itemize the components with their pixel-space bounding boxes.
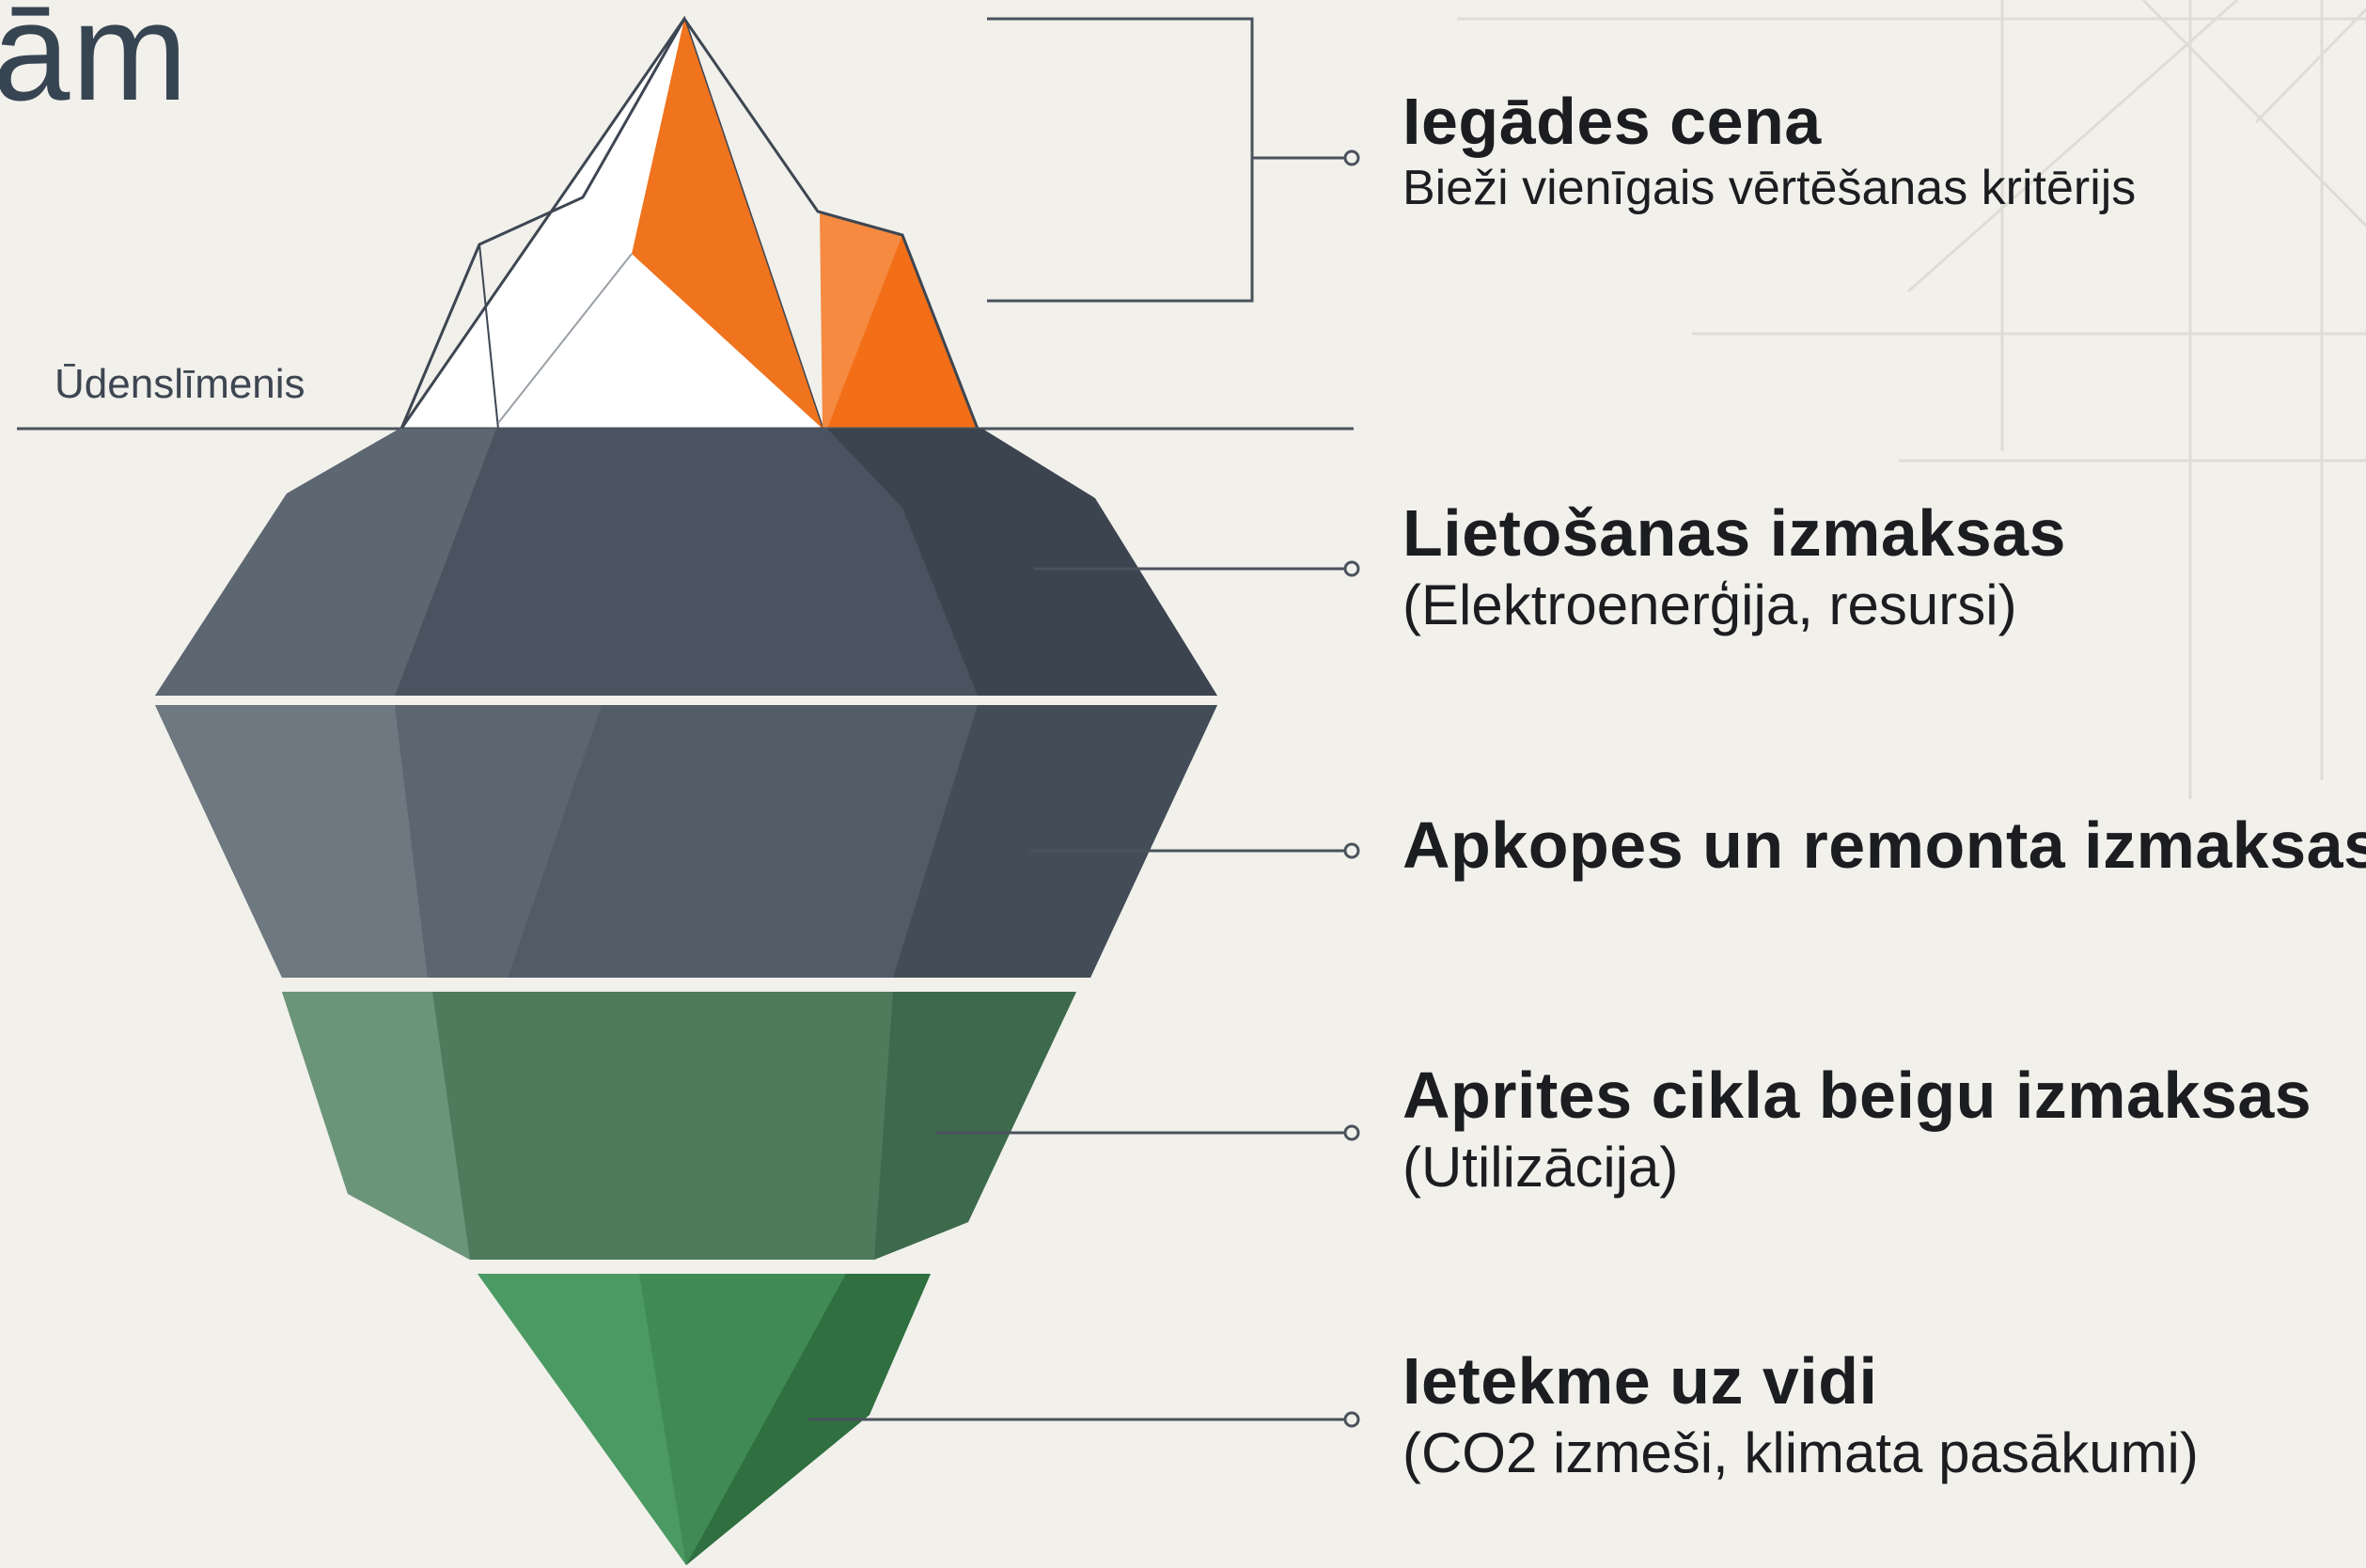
label-environmental-impact: Ietekme uz vidi (CO2 izmeši, klimata pas… — [1402, 1344, 2199, 1488]
label-maintenance-costs: Apkopes un remonta izmaksas — [1402, 808, 2366, 882]
label-title: Ietekme uz vidi — [1402, 1344, 1878, 1418]
iceberg-tip — [399, 15, 979, 431]
label-subtitle: (Utilizācija) — [1402, 1135, 1679, 1199]
water-level-label: Ūdenslīmenis — [55, 361, 306, 407]
label-subtitle: (Elektroenerģija, resursi) — [1402, 572, 2017, 636]
label-usage-costs: Lietošanas izmaksas (Elektroenerģija, re… — [1402, 496, 2066, 640]
label-title: Aprites cikla beigu izmaksas — [1402, 1058, 2312, 1132]
background-grid — [1457, 0, 2366, 799]
label-title: Lietošanas izmaksas — [1402, 496, 2066, 570]
iceberg-layer-maintenance — [155, 705, 1217, 978]
iceberg-layer-end-of-life — [282, 992, 1076, 1260]
iceberg-layer-usage — [155, 429, 1217, 696]
label-end-of-life-costs: Aprites cikla beigu izmaksas (Utilizācij… — [1402, 1058, 2312, 1202]
connectors — [808, 17, 1360, 1428]
label-title: Iegādes cena — [1402, 85, 1822, 158]
label-title: Apkopes un remonta izmaksas — [1402, 808, 2366, 882]
label-subtitle: (CO2 izmeši, klimata pasākumi) — [1402, 1420, 2199, 1484]
page-title-fragment: ām — [0, 0, 190, 130]
label-purchase-price: Iegādes cena Bieži vienīgais vērtēšanas … — [1402, 86, 2136, 219]
label-subtitle: Bieži vienīgais vērtēšanas kritērijs — [1402, 160, 2137, 215]
